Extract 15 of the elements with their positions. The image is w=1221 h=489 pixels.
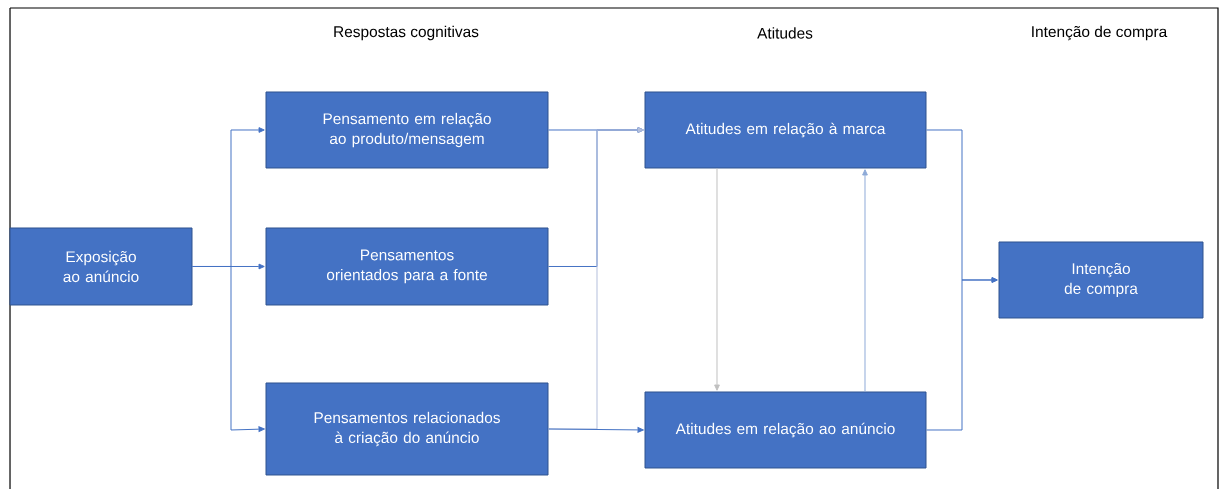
process-box: Intenção de compra [998,241,1204,319]
arrow [926,277,998,431]
process-box: Exposição ao anúncio [9,227,193,306]
column-heading: Intenção de compra [1032,25,1168,41]
arrow [714,168,720,391]
process-box: Pensamentos relacionados à criação do anúncio [265,382,549,476]
arrow [192,266,265,433]
column-heading: Respostas cognitivas [334,25,479,41]
arrow [862,169,868,392]
process-box: Atitudes em relação ao anúncio [644,391,927,469]
process-box: Atitudes em relação à marca [644,91,927,169]
column-heading: Atitudes [757,27,813,39]
process-box: Pensamentos orientados para a fonte [265,227,549,306]
process-box: Pensamento em relação ao produto/mensagem [265,91,549,169]
arrow [548,427,644,433]
